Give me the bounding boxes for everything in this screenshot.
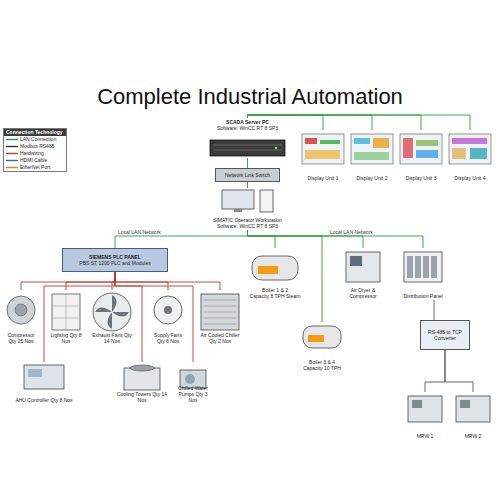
node-label: MRW 2 <box>453 433 493 439</box>
node-label: Cooling Towers Qty 14 Nos <box>113 391 171 403</box>
legend-text: Modbus RS485 <box>20 143 54 150</box>
legend-row: HDMI Cable <box>4 157 66 164</box>
node-label: MRW 1 <box>405 433 445 439</box>
connector-line <box>44 272 115 362</box>
node-label: AHU Controller Qty 8 Nos <box>15 397 73 403</box>
node-label: Boiler 1 & 2 <box>249 287 301 293</box>
equipment-unit: Compressor Qty 25 Nos <box>2 290 40 345</box>
legend-row: EtherNet Port <box>4 164 66 171</box>
server-unit: SCADA Server PCSoftware: WinCC RT 8 SP3 <box>200 118 295 158</box>
node-label: Network Link Switch <box>217 172 278 178</box>
operator-workstation: SIMATIC Operator WorkstationSoftware: Wi… <box>205 188 290 230</box>
legend-box: Connection TechnologyLAN ConnectionModbu… <box>3 128 67 172</box>
node-label: Compressor Qty 25 Nos <box>3 332 39 344</box>
legend-line-sample <box>6 151 18 156</box>
node-label: Display Unit 2 <box>350 175 394 181</box>
legend-text: LAN Connection <box>20 136 56 143</box>
equipment-unit: Boiler 3 & 4Capacity 10 TPH <box>300 322 344 372</box>
node-label: SIEMENS PLC PANEL <box>64 254 166 260</box>
connector-line <box>115 272 193 362</box>
plc-panel: SIEMENS PLC PANELPBS ST 1200 PLC and Mod… <box>62 248 168 272</box>
network-label: Local LAN Network <box>330 229 373 235</box>
connector-line <box>425 350 445 392</box>
legend-text: EtherNet Port <box>20 164 50 171</box>
legend-text: Hardwiring <box>20 150 44 157</box>
equipment-unit: Cooling Towers Qty 14 Nos <box>112 362 172 404</box>
node-label: Distribution Panel <box>399 293 447 299</box>
equipment-unit: Boiler 1 & 2Capacity 8 TPH Steam <box>248 248 302 300</box>
protocol-converter: RS-485 to TCP Converter <box>420 320 470 350</box>
node-label: Chilled Water Pumps Qty 3 Nos <box>175 385 211 403</box>
node-label: Boiler 3 & 4 <box>301 359 343 365</box>
legend-row: Modbus RS485 <box>4 143 66 150</box>
legend-line <box>6 160 18 161</box>
legend-line <box>6 167 18 168</box>
node-label: Supply Fans Qty 6 Nos <box>151 332 185 344</box>
legend-text: HDMI Cable <box>20 157 47 164</box>
node-label: Display Unit 4 <box>448 175 492 181</box>
legend-line-sample <box>6 158 18 163</box>
legend-line-sample <box>6 165 18 170</box>
diagram-title: Complete Industrial Automation <box>0 84 500 110</box>
legend-row: Hardwiring <box>4 150 66 157</box>
connector-line <box>445 350 473 392</box>
equipment-unit: Exhaust Fans Qty 14 Nos <box>90 290 134 345</box>
connector-line <box>247 158 248 168</box>
display-unit: Display Unit 4 <box>447 130 493 182</box>
node-detail: Software: WinCC RT 8 SP3 <box>201 125 294 131</box>
connector-line <box>248 230 424 248</box>
connector-line <box>434 300 435 320</box>
display-unit: Display Unit 2 <box>349 130 395 182</box>
node-label: SIMATIC Operator Workstation <box>206 217 289 223</box>
equipment-unit: MRW 1 <box>404 392 446 440</box>
node-detail: Capacity 8 TPH Steam <box>249 293 301 299</box>
node-label: Display Unit 1 <box>301 175 345 181</box>
equipment-unit: Chilled Water Pumps Qty 3 Nos <box>174 362 212 404</box>
node-label: Air Dryer & Compressor <box>339 287 387 299</box>
connector-line <box>115 230 248 248</box>
legend-line-sample <box>6 144 18 149</box>
node-detail: PBS ST 1200 PLC and Modules <box>64 260 166 266</box>
network-label: Local LAN Network <box>118 229 161 235</box>
legend-row: LAN Connection <box>4 136 66 143</box>
connector-line <box>115 272 168 290</box>
legend-line <box>6 146 18 147</box>
connector-line <box>115 272 142 362</box>
equipment-unit: MRW 2 <box>452 392 494 440</box>
legend-line <box>6 139 18 140</box>
display-unit: Display Unit 3 <box>398 130 444 182</box>
connector-line <box>247 182 248 188</box>
node-detail: Software: WinCC RT 8 SP3 <box>206 223 289 229</box>
legend-title: Connection Technology <box>4 129 66 136</box>
equipment-unit: Lighting Qty 8 Nos <box>48 290 84 345</box>
connector-line <box>248 230 323 322</box>
connector-line <box>248 115 471 130</box>
node-label: SCADA Server PC <box>201 119 294 125</box>
connector-line <box>115 272 220 290</box>
display-unit: Display Unit 1 <box>300 130 346 182</box>
connector-line <box>248 230 276 248</box>
connector-line <box>66 272 115 290</box>
connector-line <box>21 272 115 290</box>
legend-line <box>6 153 18 154</box>
node-label: Display Unit 3 <box>399 175 443 181</box>
node-label: Lighting Qty 8 Nos <box>49 332 83 344</box>
node-label: Air Cooled Chiller Qty 2 Nos <box>199 332 241 344</box>
equipment-unit: Supply Fans Qty 6 Nos <box>150 290 186 345</box>
legend-line-sample <box>6 137 18 142</box>
node-detail: Capacity 10 TPH <box>301 365 343 371</box>
equipment-unit: Air Cooled Chiller Qty 2 Nos <box>198 290 242 345</box>
equipment-unit: Air Dryer & Compressor <box>338 248 388 300</box>
equipment-unit: AHU Controller Qty 8 Nos <box>14 362 74 404</box>
equipment-unit: Distribution Panel <box>398 248 448 300</box>
node-label: RS-485 to TCP Converter <box>422 329 468 341</box>
network-switch: Network Link Switch <box>215 168 280 182</box>
node-label: Exhaust Fans Qty 14 Nos <box>91 332 133 344</box>
